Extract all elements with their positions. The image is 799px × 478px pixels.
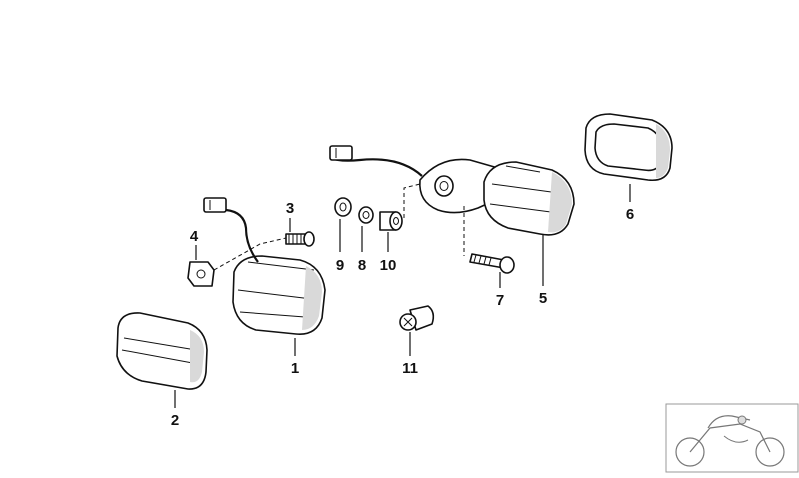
part-clip	[187, 261, 215, 287]
callout-3: 3	[286, 200, 294, 217]
callout-7: 7	[496, 292, 504, 309]
motorcycle-sketch-icon	[665, 403, 799, 473]
assembly-lines	[213, 183, 465, 271]
callout-11: 11	[402, 360, 418, 377]
callout-6: 6	[626, 206, 634, 223]
part-washer	[358, 206, 374, 224]
part-sleeve	[334, 197, 352, 217]
part-spacer	[379, 211, 403, 231]
callout-10: 10	[380, 257, 397, 274]
leader-lines	[174, 184, 631, 408]
part-screw-small	[285, 231, 315, 247]
part-lens-left	[116, 312, 208, 390]
part-bulb	[399, 305, 435, 331]
callout-4: 4	[190, 228, 199, 245]
callout-labels: 1 2 3 4 5 6 7 8 9 10 11	[171, 200, 634, 429]
callout-9: 9	[336, 257, 344, 274]
part-connector-right	[329, 145, 353, 161]
callout-8: 8	[358, 257, 366, 274]
part-connector-left	[203, 197, 227, 213]
callout-1: 1	[291, 360, 299, 377]
part-indicator-housing	[225, 208, 326, 335]
callout-5: 5	[539, 290, 547, 307]
part-indicator-with-arm	[329, 156, 575, 236]
callout-2: 2	[171, 412, 179, 429]
part-lens-right	[584, 113, 673, 182]
part-bolt	[469, 253, 515, 274]
